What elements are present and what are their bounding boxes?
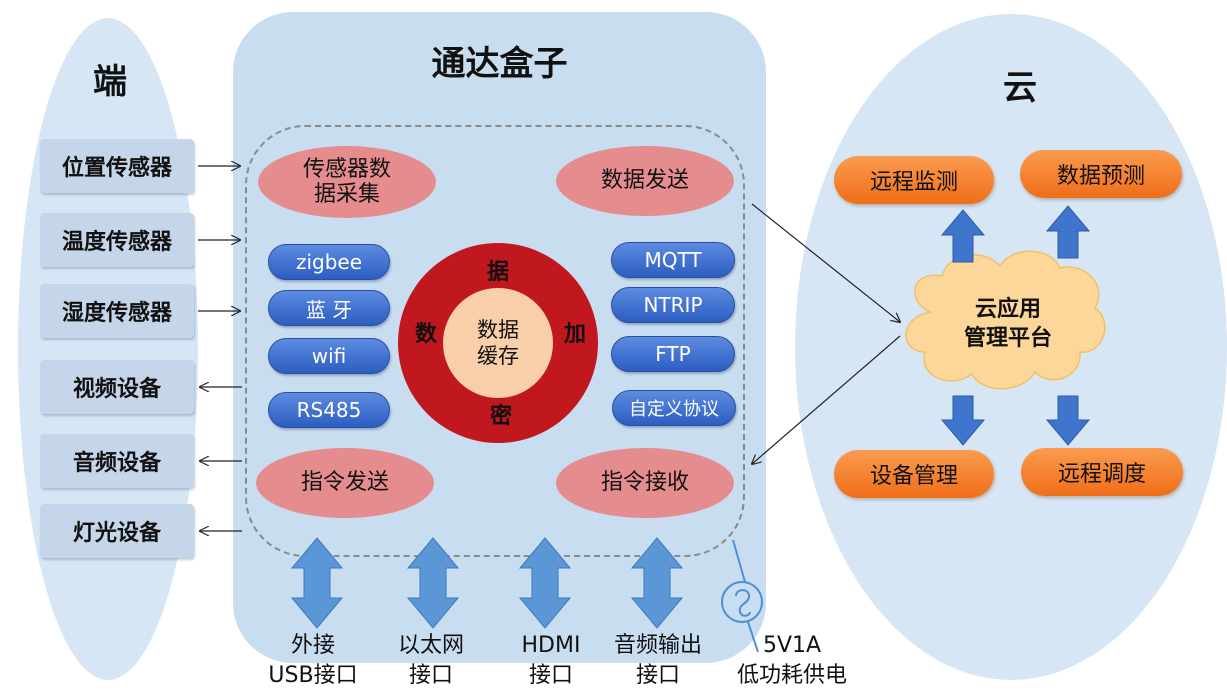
remote-monitoring: 远程监测 [834,156,994,204]
processing-frame [245,125,745,557]
arrow-data-to-cloud [751,203,900,322]
endpoint-title: 端 [93,62,127,102]
arrow-down-management [940,395,986,446]
interface-ethernet-line2: 接口 [408,662,453,688]
protocol-bluetooth: 蓝 牙 [268,290,390,326]
interface-usb: 外接 USB接口 [248,631,378,690]
device-temperature-sensor: 温度传感器 [40,213,194,267]
interface-audio-out-line2: 接口 [635,662,680,688]
power-supply-line2: 低功耗供电 [736,662,847,688]
interface-ethernet-line1: 以太网 [397,633,464,658]
command-send-node: 指令发送 [256,448,434,518]
data-prediction: 数据预测 [1020,150,1182,198]
arrow-usb [290,537,344,629]
interface-hdmi: HDMI 接口 [486,631,616,690]
arrow-audio-out [630,537,684,629]
arrow-down-scheduling [1045,395,1091,446]
command-receive-node: 指令接收 [556,448,734,518]
protocol-ntrip: NTRIP [611,287,735,323]
interface-audio-out-line1: 音频输出 [613,633,702,658]
sensor-collect-node: 传感器数 据采集 [258,146,436,218]
device-audio: 音频设备 [40,434,194,488]
power-supply: 5V1A 低功耗供电 [727,631,857,690]
protocol-ftp: FTP [611,336,735,372]
protocol-zigbee: zigbee [268,244,390,280]
remote-scheduling: 远程调度 [1021,448,1183,496]
protocol-wifi: wifi [268,338,390,374]
ring-char-top: 据 [486,260,509,285]
device-management: 设备管理 [834,450,994,498]
arrow-ethernet [406,537,460,629]
arrow-hdmi [518,537,572,629]
interface-usb-line1: 外接 [290,633,335,658]
interface-usb-line2: USB接口 [268,662,358,688]
data-cache-core: 数据 缓存 [443,288,553,398]
protocol-custom: 自定义协议 [612,390,736,426]
cloud-title: 云 [1003,68,1037,108]
box-title: 通达盒子 [431,44,568,84]
device-video: 视频设备 [40,360,194,414]
arrow-cloud-to-command [752,335,901,464]
protocol-mqtt: MQTT [611,242,735,278]
protocol-rs485: RS485 [268,392,390,428]
power-plug-icon [721,539,763,653]
arrow-up-monitoring [940,209,986,263]
ring-char-left: 数 [414,322,437,347]
device-position-sensor: 位置传感器 [40,139,194,193]
interface-ethernet: 以太网 接口 [366,631,496,690]
power-supply-line1: 5V1A [762,633,822,658]
endpoint-panel [18,18,198,680]
device-lighting: 灯光设备 [40,504,194,558]
interface-audio-out: 音频输出 接口 [593,631,723,690]
interface-hdmi-line1: HDMI [521,633,581,658]
device-humidity-sensor: 湿度传感器 [40,284,194,338]
data-send-node: 数据发送 [556,146,734,216]
ring-char-bottom: 密 [489,404,512,429]
interface-hdmi-line2: 接口 [528,662,573,688]
arrow-up-prediction [1045,205,1091,259]
cloud-platform-label: 云应用 管理平台 [963,297,1052,351]
ring-char-right: 加 [563,322,586,347]
